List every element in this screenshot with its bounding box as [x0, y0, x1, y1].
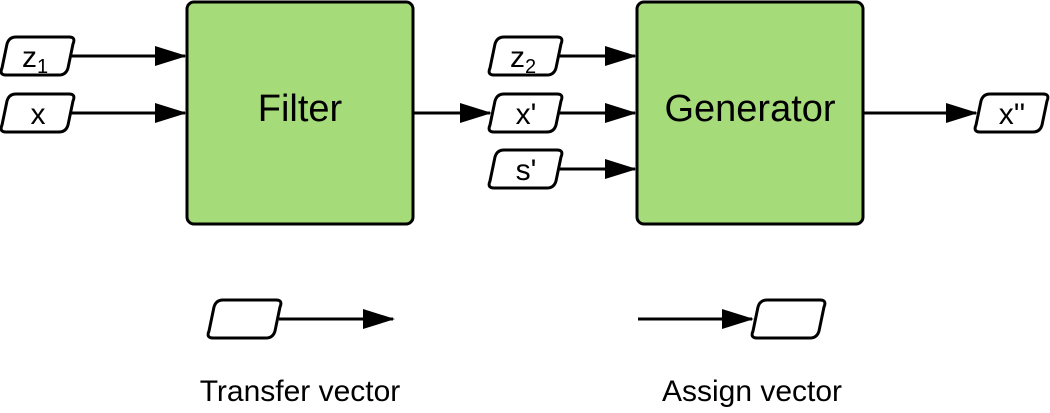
x-double-prime-label: x'' — [999, 98, 1025, 131]
svg-text:z1: z1 — [22, 41, 48, 78]
vector-z2: z2 — [487, 35, 564, 78]
generator-label: Generator — [664, 88, 835, 130]
filter-block: Filter — [185, 0, 415, 226]
svg-text:z2: z2 — [510, 41, 536, 78]
filter-label: Filter — [258, 88, 343, 130]
x-prime-label: x' — [516, 98, 537, 131]
legend-assign-vector-shape — [750, 298, 827, 340]
x-label: x — [31, 98, 46, 131]
legend-transfer: Transfer vector — [200, 298, 401, 408]
vector-z1: z1 — [0, 35, 76, 78]
vector-x-double-prime: x'' — [973, 92, 1050, 134]
z2-subscript: 2 — [525, 56, 536, 78]
s-prime-label: s' — [516, 154, 537, 187]
legend-assign: Assign vector — [638, 298, 842, 408]
legend-assign-label: Assign vector — [662, 375, 842, 408]
z1-base: z — [22, 41, 37, 74]
z1-subscript: 1 — [37, 56, 48, 78]
vector-x: x — [0, 92, 76, 134]
vector-s-prime: s' — [487, 148, 564, 190]
generator-block: Generator — [635, 0, 865, 226]
legend-transfer-vector-shape — [206, 298, 283, 340]
legend-transfer-label: Transfer vector — [200, 375, 401, 408]
vector-x-prime: x' — [487, 92, 564, 134]
z2-base: z — [510, 41, 525, 74]
